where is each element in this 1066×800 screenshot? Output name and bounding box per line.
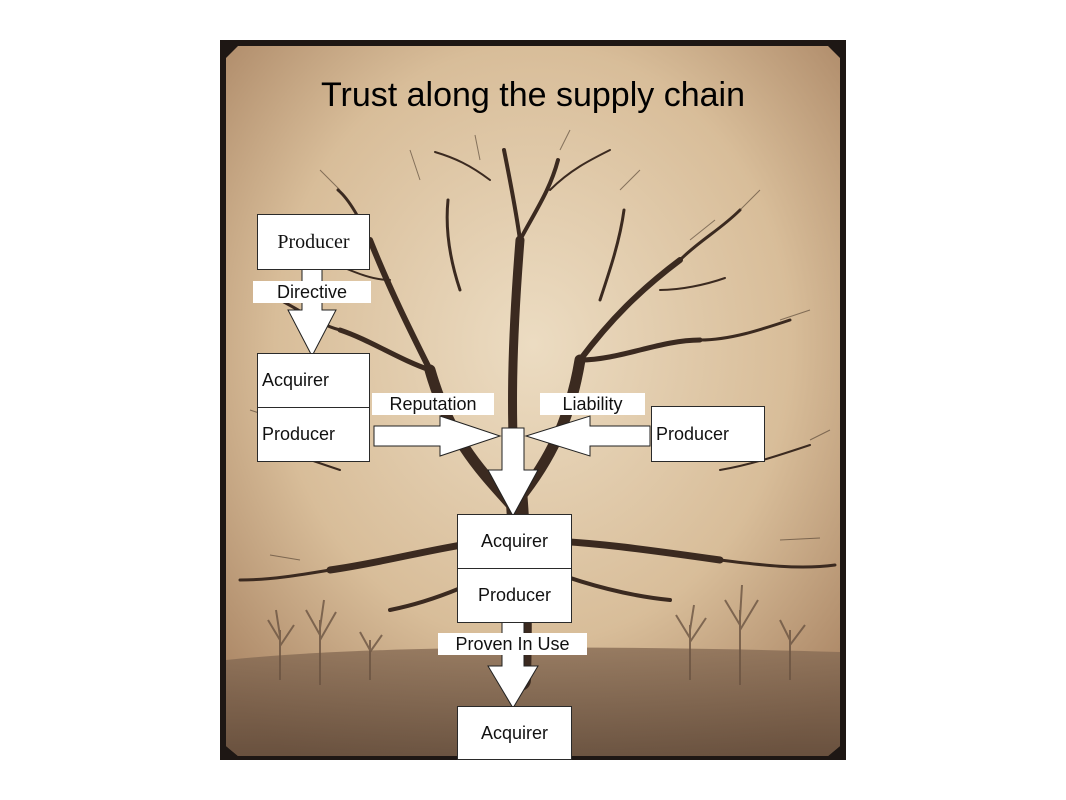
arrow-center-down <box>487 427 539 518</box>
node-bottom-acquirer: Acquirer <box>457 706 572 760</box>
node-center-acquirer: Acquirer <box>457 514 572 569</box>
edge-label-directive: Directive <box>253 281 371 303</box>
tree-photograph <box>220 40 846 760</box>
node-left-acquirer: Acquirer <box>257 353 370 408</box>
node-center-producer: Producer <box>457 568 572 623</box>
slide-title: Trust along the supply chain <box>321 76 745 114</box>
tree-illustration <box>226 46 840 756</box>
arrow-liability <box>524 415 651 457</box>
arrow-proven-in-use <box>487 619 539 709</box>
node-right-producer: Producer <box>651 406 765 462</box>
edge-label-proven-in-use: Proven In Use <box>438 633 587 655</box>
edge-label-reputation: Reputation <box>372 393 494 415</box>
edge-label-liability: Liability <box>540 393 645 415</box>
arrow-directive <box>287 267 337 358</box>
arrow-reputation <box>373 415 502 457</box>
node-top-producer: Producer <box>257 214 370 270</box>
node-left-producer: Producer <box>257 407 370 462</box>
